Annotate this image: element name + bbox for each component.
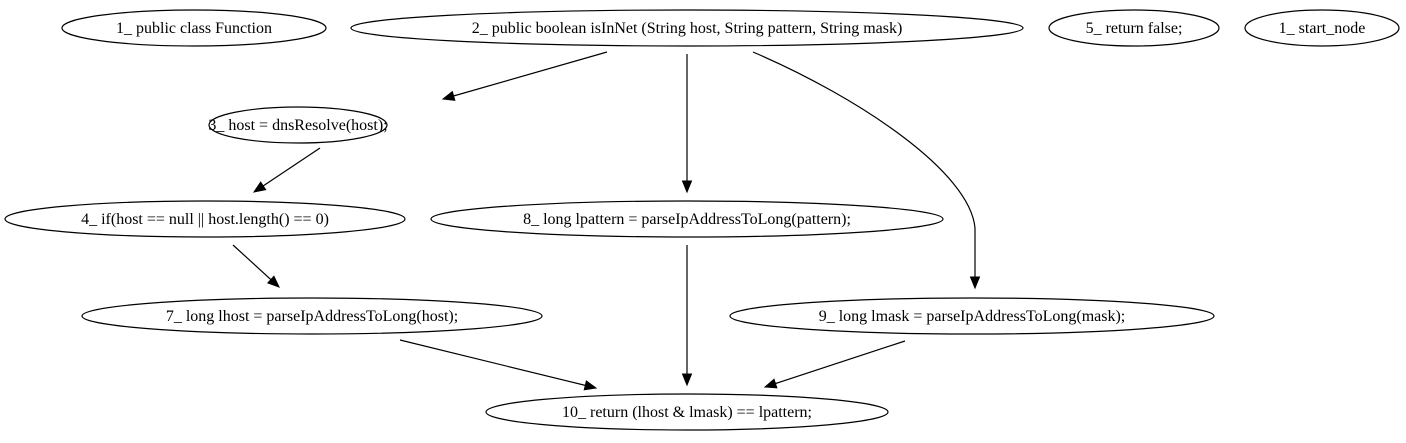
edge-n9-to-n10: [763, 340, 906, 389]
node-ellipse: [81, 297, 543, 335]
edge-arrowhead: [583, 380, 598, 391]
edge-arrowhead: [266, 275, 280, 288]
edge-n2-to-n9: [752, 51, 981, 290]
edge-n7-to-n10: [399, 339, 598, 391]
node-n7: 7_ long lhost = parseIpAddressToLong(hos…: [81, 297, 543, 335]
edge-arrowhead: [681, 373, 693, 387]
node-n10: 10_ return (lhost & lmask) == lpattern;: [485, 393, 889, 431]
edge-n4-to-n7: [232, 244, 280, 288]
node-ellipse: [208, 106, 388, 144]
edge-line: [452, 51, 608, 97]
node-label: 8_ long lpattern = parseIpAddressToLong(…: [523, 211, 851, 228]
node-label: 1_ public class Function: [116, 20, 272, 37]
node-ellipse: [729, 297, 1215, 335]
edge-n8-to-n10: [681, 245, 693, 387]
node-n1s: 1_ start_node: [1244, 9, 1400, 47]
edge-arrowhead: [969, 276, 981, 290]
node-n9: 9_ long lmask = parseIpAddressToLong(mas…: [729, 297, 1215, 335]
node-n4: 4_ if(host == null || host.length() == 0…: [4, 200, 406, 238]
node-label: 4_ if(host == null || host.length() == 0…: [81, 211, 329, 228]
node-ellipse: [350, 9, 1024, 47]
node-n8: 8_ long lpattern = parseIpAddressToLong(…: [430, 200, 944, 238]
node-n1: 1_ public class Function: [61, 9, 327, 47]
node-ellipse: [430, 200, 944, 238]
edge-arrowhead: [681, 180, 693, 194]
node-label: 5_ return false;: [1086, 20, 1183, 37]
node-label: 2_ public boolean isInNet (String host, …: [472, 20, 903, 37]
node-label: 9_ long lmask = parseIpAddressToLong(mas…: [819, 308, 1126, 325]
edge-line: [774, 340, 906, 385]
node-ellipse: [61, 9, 327, 47]
node-label: 3_ host = dnsResolve(host);: [208, 117, 387, 134]
edge-line: [261, 147, 321, 187]
edge-arrowhead: [441, 90, 456, 101]
edge-arrowhead: [763, 378, 778, 389]
node-label: 7_ long lhost = parseIpAddressToLong(hos…: [166, 308, 458, 325]
node-ellipse: [485, 393, 889, 431]
edge-n2-to-n3: [441, 51, 608, 101]
edge-n2-to-n8: [681, 54, 693, 194]
node-ellipse: [4, 200, 406, 238]
node-label: 10_ return (lhost & lmask) == lpattern;: [562, 404, 812, 421]
node-n5: 5_ return false;: [1048, 9, 1220, 47]
node-label: 1_ start_node: [1279, 20, 1366, 37]
edge-line: [399, 339, 587, 387]
nodes-layer: 1_ public class Function 2_ public boolea…: [4, 9, 1400, 431]
edges-layer: [232, 51, 981, 391]
node-n3: 3_ host = dnsResolve(host);: [208, 106, 388, 144]
node-ellipse: [1048, 9, 1220, 47]
edge-line: [752, 51, 976, 278]
node-ellipse: [1244, 9, 1400, 47]
edge-line: [232, 244, 273, 281]
edge-arrowhead: [252, 181, 267, 193]
edge-n3-to-n4: [252, 147, 321, 193]
node-n2: 2_ public boolean isInNet (String host, …: [350, 9, 1024, 47]
